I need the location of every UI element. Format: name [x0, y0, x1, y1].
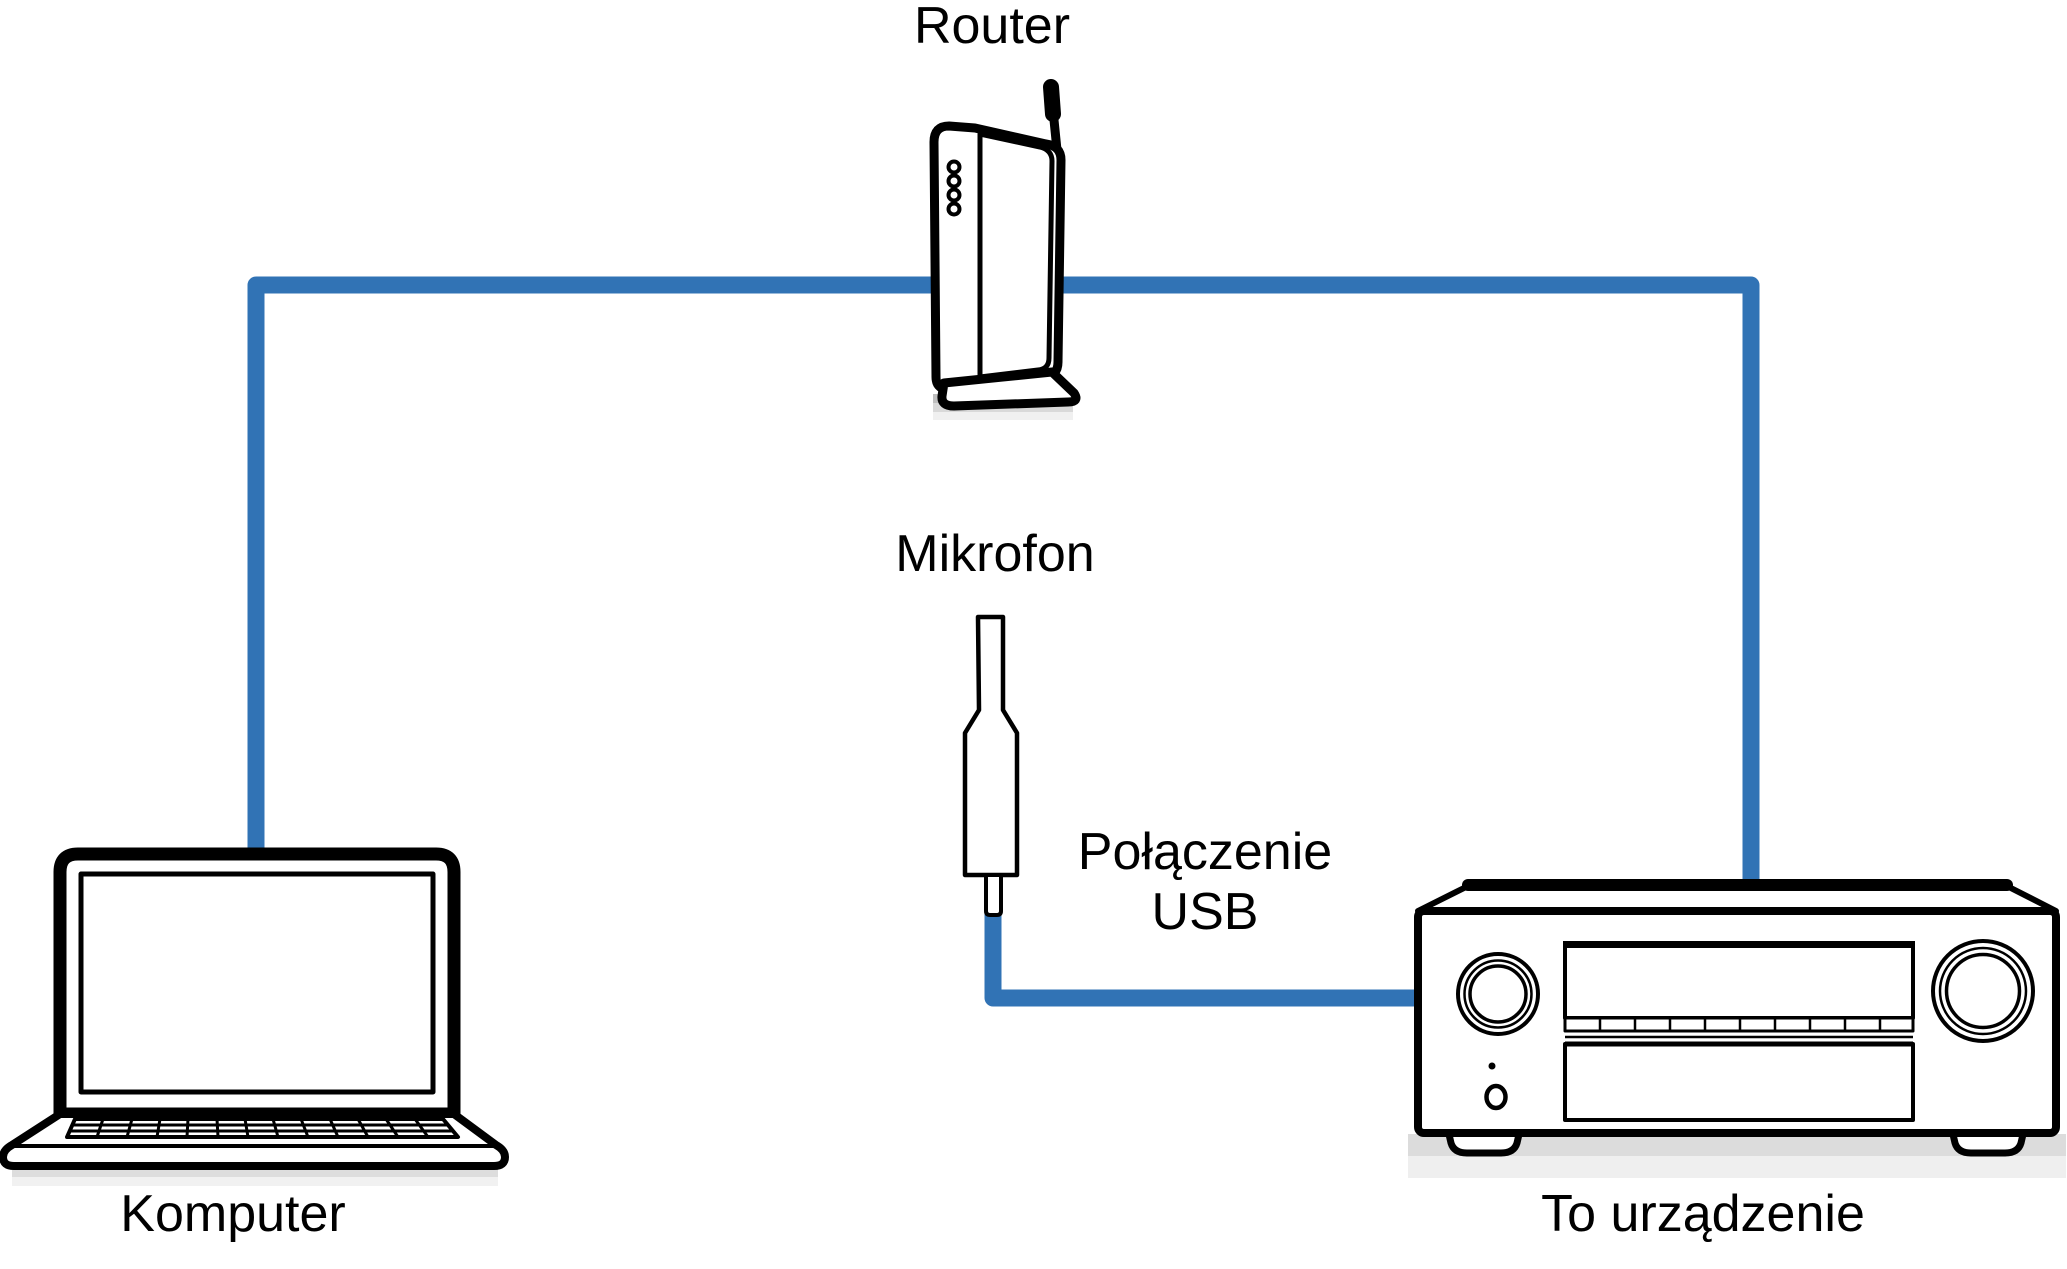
laptop-keyboard: [65, 1117, 460, 1139]
microphone-label: Mikrofon: [895, 525, 1095, 583]
keyboard-col-line: [155, 1118, 162, 1138]
keyboard-col-line: [243, 1118, 250, 1138]
usb-connection-label-line1: Połączenie: [1077, 823, 1333, 881]
microphone-plug: [984, 873, 1003, 917]
router-led-icon: [946, 187, 962, 203]
knob-ring: [1931, 939, 2035, 1043]
laptop-shadow-soft: [12, 1177, 498, 1186]
microphone-body: [962, 614, 1020, 878]
laptop-screen: [78, 871, 436, 1095]
laptop-illustration: [0, 847, 509, 1186]
router-led-icon: [946, 173, 962, 189]
keyboard-col-line: [413, 1118, 430, 1138]
knob-ring: [1468, 964, 1528, 1024]
receiver-button-strip: [1563, 1016, 1915, 1033]
microphone-illustration: [962, 614, 1020, 917]
keyboard-col-line: [125, 1118, 134, 1138]
knob-ring: [1944, 952, 2022, 1030]
receiver-power-led-icon: [1488, 1062, 1496, 1070]
keyboard-col-line: [299, 1118, 310, 1138]
knob-ring: [1938, 946, 2028, 1036]
keyboard-col-line: [95, 1118, 105, 1138]
usb-connection-label: Połączenie USB: [1078, 822, 1332, 942]
receiver-left-knob-icon: [1456, 952, 1540, 1036]
keyboard-col-line: [215, 1118, 220, 1138]
keyboard-outline: [65, 1117, 460, 1139]
receiver-display: [1563, 944, 1915, 1020]
av-receiver-illustration: [1408, 879, 2066, 1178]
router-stand: [937, 367, 1081, 411]
router-illustration: [929, 79, 1081, 420]
router-shadow-soft: [933, 412, 1073, 420]
usb-cable-path: [984, 900, 1425, 1007]
computer-label: Komputer: [120, 1185, 346, 1243]
router-led-icon: [946, 159, 962, 175]
keyboard-col-line: [384, 1118, 400, 1138]
receiver-power-button-icon: [1484, 1083, 1508, 1111]
router-front-face: [977, 131, 1055, 380]
keyboard-col-line: [271, 1118, 280, 1138]
keyboard-col-line: [328, 1118, 340, 1138]
keyboard-col-line: [356, 1118, 370, 1138]
usb-cable: [984, 900, 1425, 1007]
receiver-right-knob-icon: [1931, 939, 2035, 1043]
router-label: Router: [913, 0, 1071, 55]
keyboard-col-line: [185, 1118, 190, 1138]
router-led-icon: [946, 201, 962, 217]
receiver-door: [1563, 1042, 1915, 1122]
this-unit-label: To urządzenie: [1541, 1185, 1865, 1243]
knob-ring: [1456, 952, 1540, 1036]
laptop-shadow: [12, 1168, 498, 1177]
usb-connection-label-line2: USB: [1151, 883, 1259, 941]
knob-ring: [1463, 959, 1533, 1029]
receiver-shadow-soft: [1408, 1156, 2066, 1178]
receiver-shadow: [1408, 1134, 2066, 1156]
